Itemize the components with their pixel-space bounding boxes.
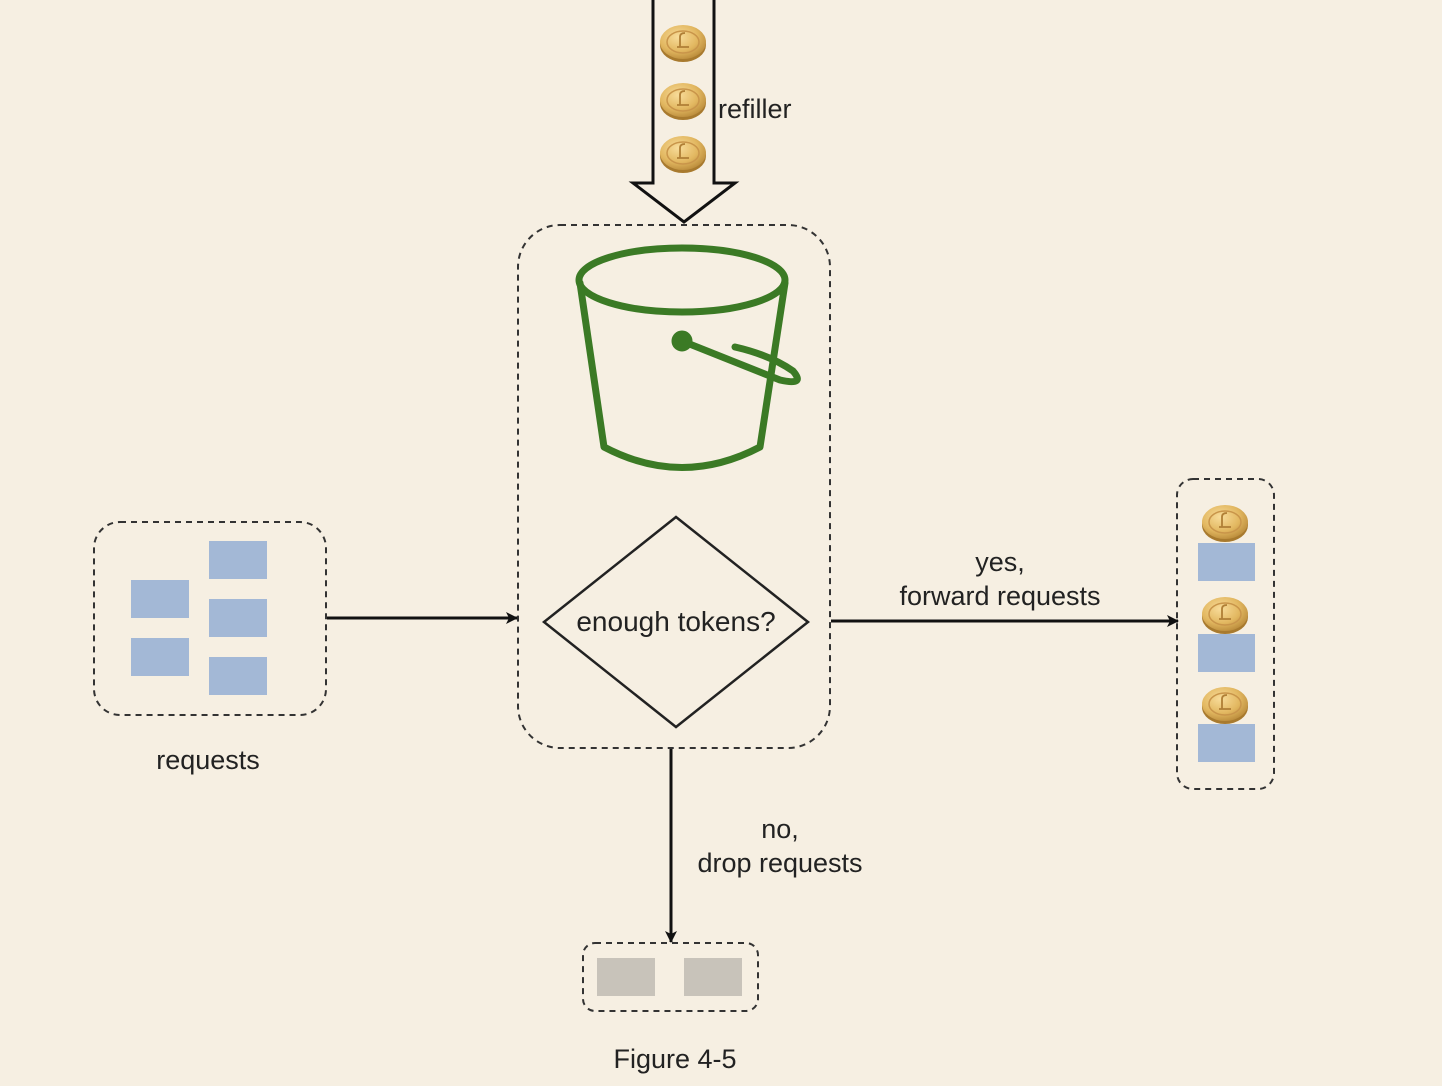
forwarded-container xyxy=(1176,478,1275,790)
request-block xyxy=(131,580,189,618)
bucket-icon xyxy=(575,244,801,471)
bucket-container xyxy=(517,224,831,749)
dropped-container xyxy=(582,942,759,1012)
figure-caption: Figure 4-5 xyxy=(613,1044,737,1074)
request-block xyxy=(209,657,267,695)
forwarded-request-block xyxy=(1198,543,1255,581)
forwarded-request-block xyxy=(1198,634,1255,672)
token-coin-icon xyxy=(1201,504,1249,543)
no-label: no, drop requests xyxy=(660,812,900,880)
refiller-label: refiller xyxy=(718,94,792,124)
requests-label: requests xyxy=(156,745,260,775)
token-coin-icon xyxy=(1201,596,1249,635)
yes-label: yes, forward requests xyxy=(860,545,1140,613)
request-block xyxy=(209,541,267,579)
token-coin-icon xyxy=(659,135,707,174)
token-coin-icon xyxy=(1201,686,1249,725)
requests-container xyxy=(93,521,327,716)
token-coin-icon xyxy=(659,82,707,121)
no-label-line2: drop requests xyxy=(697,848,863,878)
dropped-request-block xyxy=(684,958,742,996)
yes-label-line1: yes, xyxy=(975,547,1025,577)
decision-label: enough tokens? xyxy=(576,606,776,637)
dropped-request-block xyxy=(597,958,655,996)
decision-diamond xyxy=(541,515,811,729)
forwarded-request-block xyxy=(1198,724,1255,762)
token-coin-icon xyxy=(659,24,707,63)
yes-label-line2: forward requests xyxy=(899,581,1101,611)
refiller-arrow xyxy=(628,0,740,224)
request-block xyxy=(209,599,267,637)
no-label-line1: no, xyxy=(761,814,799,844)
request-block xyxy=(131,638,189,676)
